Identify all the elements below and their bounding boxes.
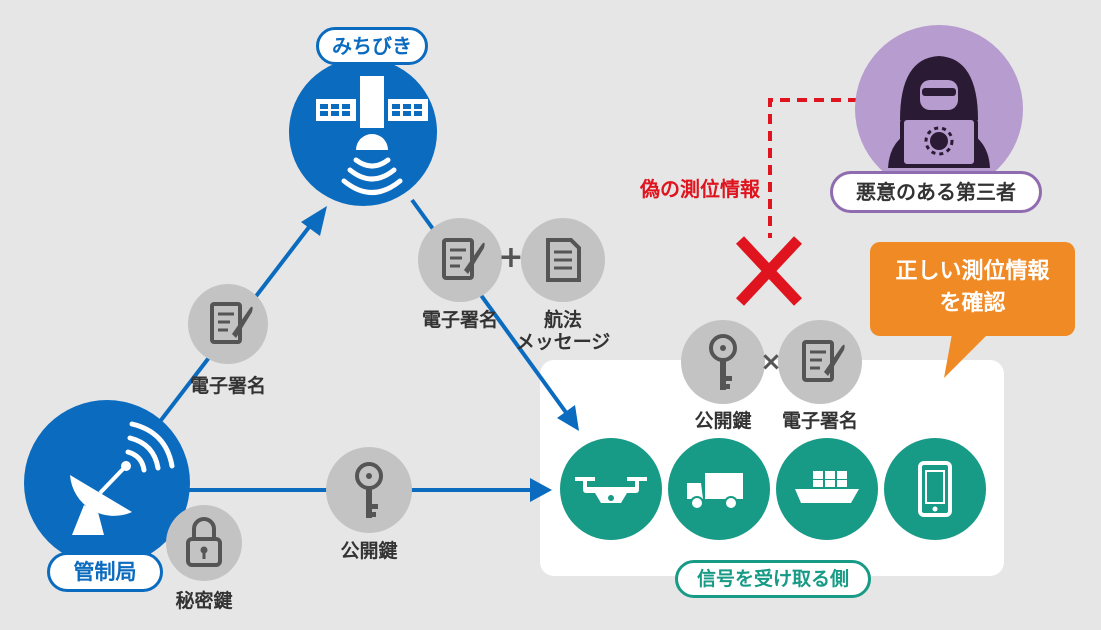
fake-info-label: 偽の測位情報 (640, 177, 760, 201)
receiver-signature-node (778, 320, 862, 404)
receiver-signature-label: 電子署名 (781, 410, 858, 432)
attacker-dashed-line (768, 98, 858, 238)
left-signature-label: 電子署名 (189, 375, 266, 397)
control-station-label: 管制局 (47, 552, 163, 592)
callout-box (870, 242, 1075, 336)
sat-signature-label: 電子署名 (421, 309, 498, 331)
receiver-public-key-label: 公開鍵 (694, 410, 752, 432)
left-signature-node (188, 284, 268, 364)
callout-line-2: を確認 (939, 291, 1006, 316)
public-key-label: 公開鍵 (340, 540, 398, 562)
attacker-label: 悪意のある第三者 (830, 171, 1042, 213)
callout-line-1: 正しい測位情報 (895, 259, 1050, 284)
satellite-label: みちびき (316, 27, 428, 65)
receivers-label: 信号を受け取る側 (675, 560, 871, 598)
secret-key-label: 秘密鍵 (175, 590, 233, 612)
plus-symbol: + (498, 240, 524, 275)
nav-message-label-2: メッセージ (515, 331, 611, 353)
smartphone-receiver (884, 438, 986, 540)
sat-signature-node (418, 218, 502, 302)
nav-message-label-1: 航法 (543, 309, 582, 331)
times-symbol: × (760, 347, 782, 377)
